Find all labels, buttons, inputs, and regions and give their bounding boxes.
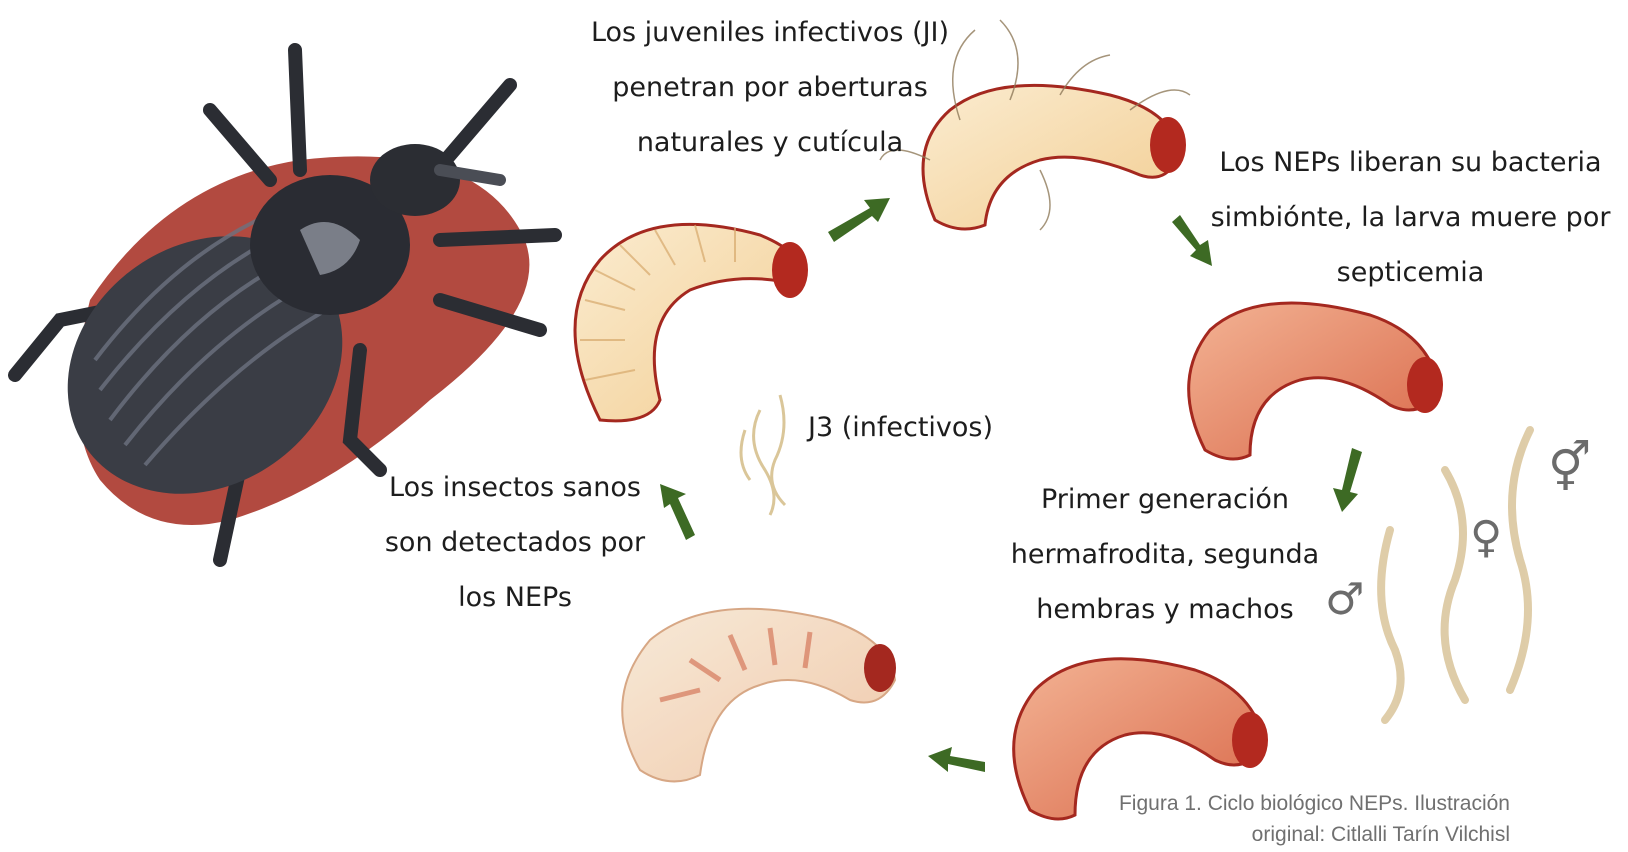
label-line: hermafrodita, segunda [1000, 527, 1330, 582]
caption-line: original: Citlalli Tarín Vilchisl [1119, 819, 1510, 850]
label-infective-juveniles: Los juveniles infectivos (JI) penetran p… [560, 5, 980, 170]
label-line: Los juveniles infectivos (JI) [560, 5, 980, 60]
arrow-up-left [660, 484, 695, 540]
label-line: son detectados por [370, 515, 660, 570]
label-line: naturales y cutícula [560, 115, 980, 170]
larva-head [1232, 712, 1268, 768]
adult-nematodes [1381, 430, 1530, 720]
label-line: J3 (infectivos) [808, 400, 1038, 455]
larva-head [772, 242, 808, 298]
larva-healthy [575, 224, 808, 420]
arrow-up-right [828, 198, 890, 242]
larva-infected-right [1189, 303, 1443, 459]
label-line: penetran por aberturas [560, 60, 980, 115]
label-generations: Primer generación hermafrodita, segunda … [1000, 472, 1330, 637]
larva-dead [622, 609, 896, 782]
beetle-head [370, 144, 460, 216]
label-line: simbiónte, la larva muere por [1198, 190, 1623, 245]
j3-nematodes [741, 395, 785, 515]
label-line: septicemia [1198, 245, 1623, 300]
label-healthy-insects: Los insectos sanos son detectados por lo… [370, 460, 660, 625]
label-j3: J3 (infectivos) [808, 400, 1038, 455]
label-line: Los NEPs liberan su bacteria [1198, 135, 1623, 190]
label-line: hembras y machos [1000, 582, 1330, 637]
figure-caption: Figura 1. Ciclo biológico NEPs. Ilustrac… [1119, 788, 1510, 850]
arrow-left [928, 747, 985, 772]
caption-line: Figura 1. Ciclo biológico NEPs. Ilustrac… [1119, 788, 1510, 819]
male-female-symbol: ⚥ [1548, 440, 1591, 496]
label-line: Los insectos sanos [370, 460, 660, 515]
label-line: los NEPs [370, 570, 660, 625]
larva-head [864, 644, 896, 692]
larva-head [1407, 357, 1443, 413]
larva-head [1150, 117, 1186, 173]
arrow-down [1333, 448, 1362, 512]
label-line: Primer generación [1000, 472, 1330, 527]
label-symbiont-release: Los NEPs liberan su bacteria simbiónte, … [1198, 135, 1623, 300]
male-symbol: ♂ [1325, 574, 1364, 625]
female-symbol: ♀ [1470, 512, 1502, 563]
